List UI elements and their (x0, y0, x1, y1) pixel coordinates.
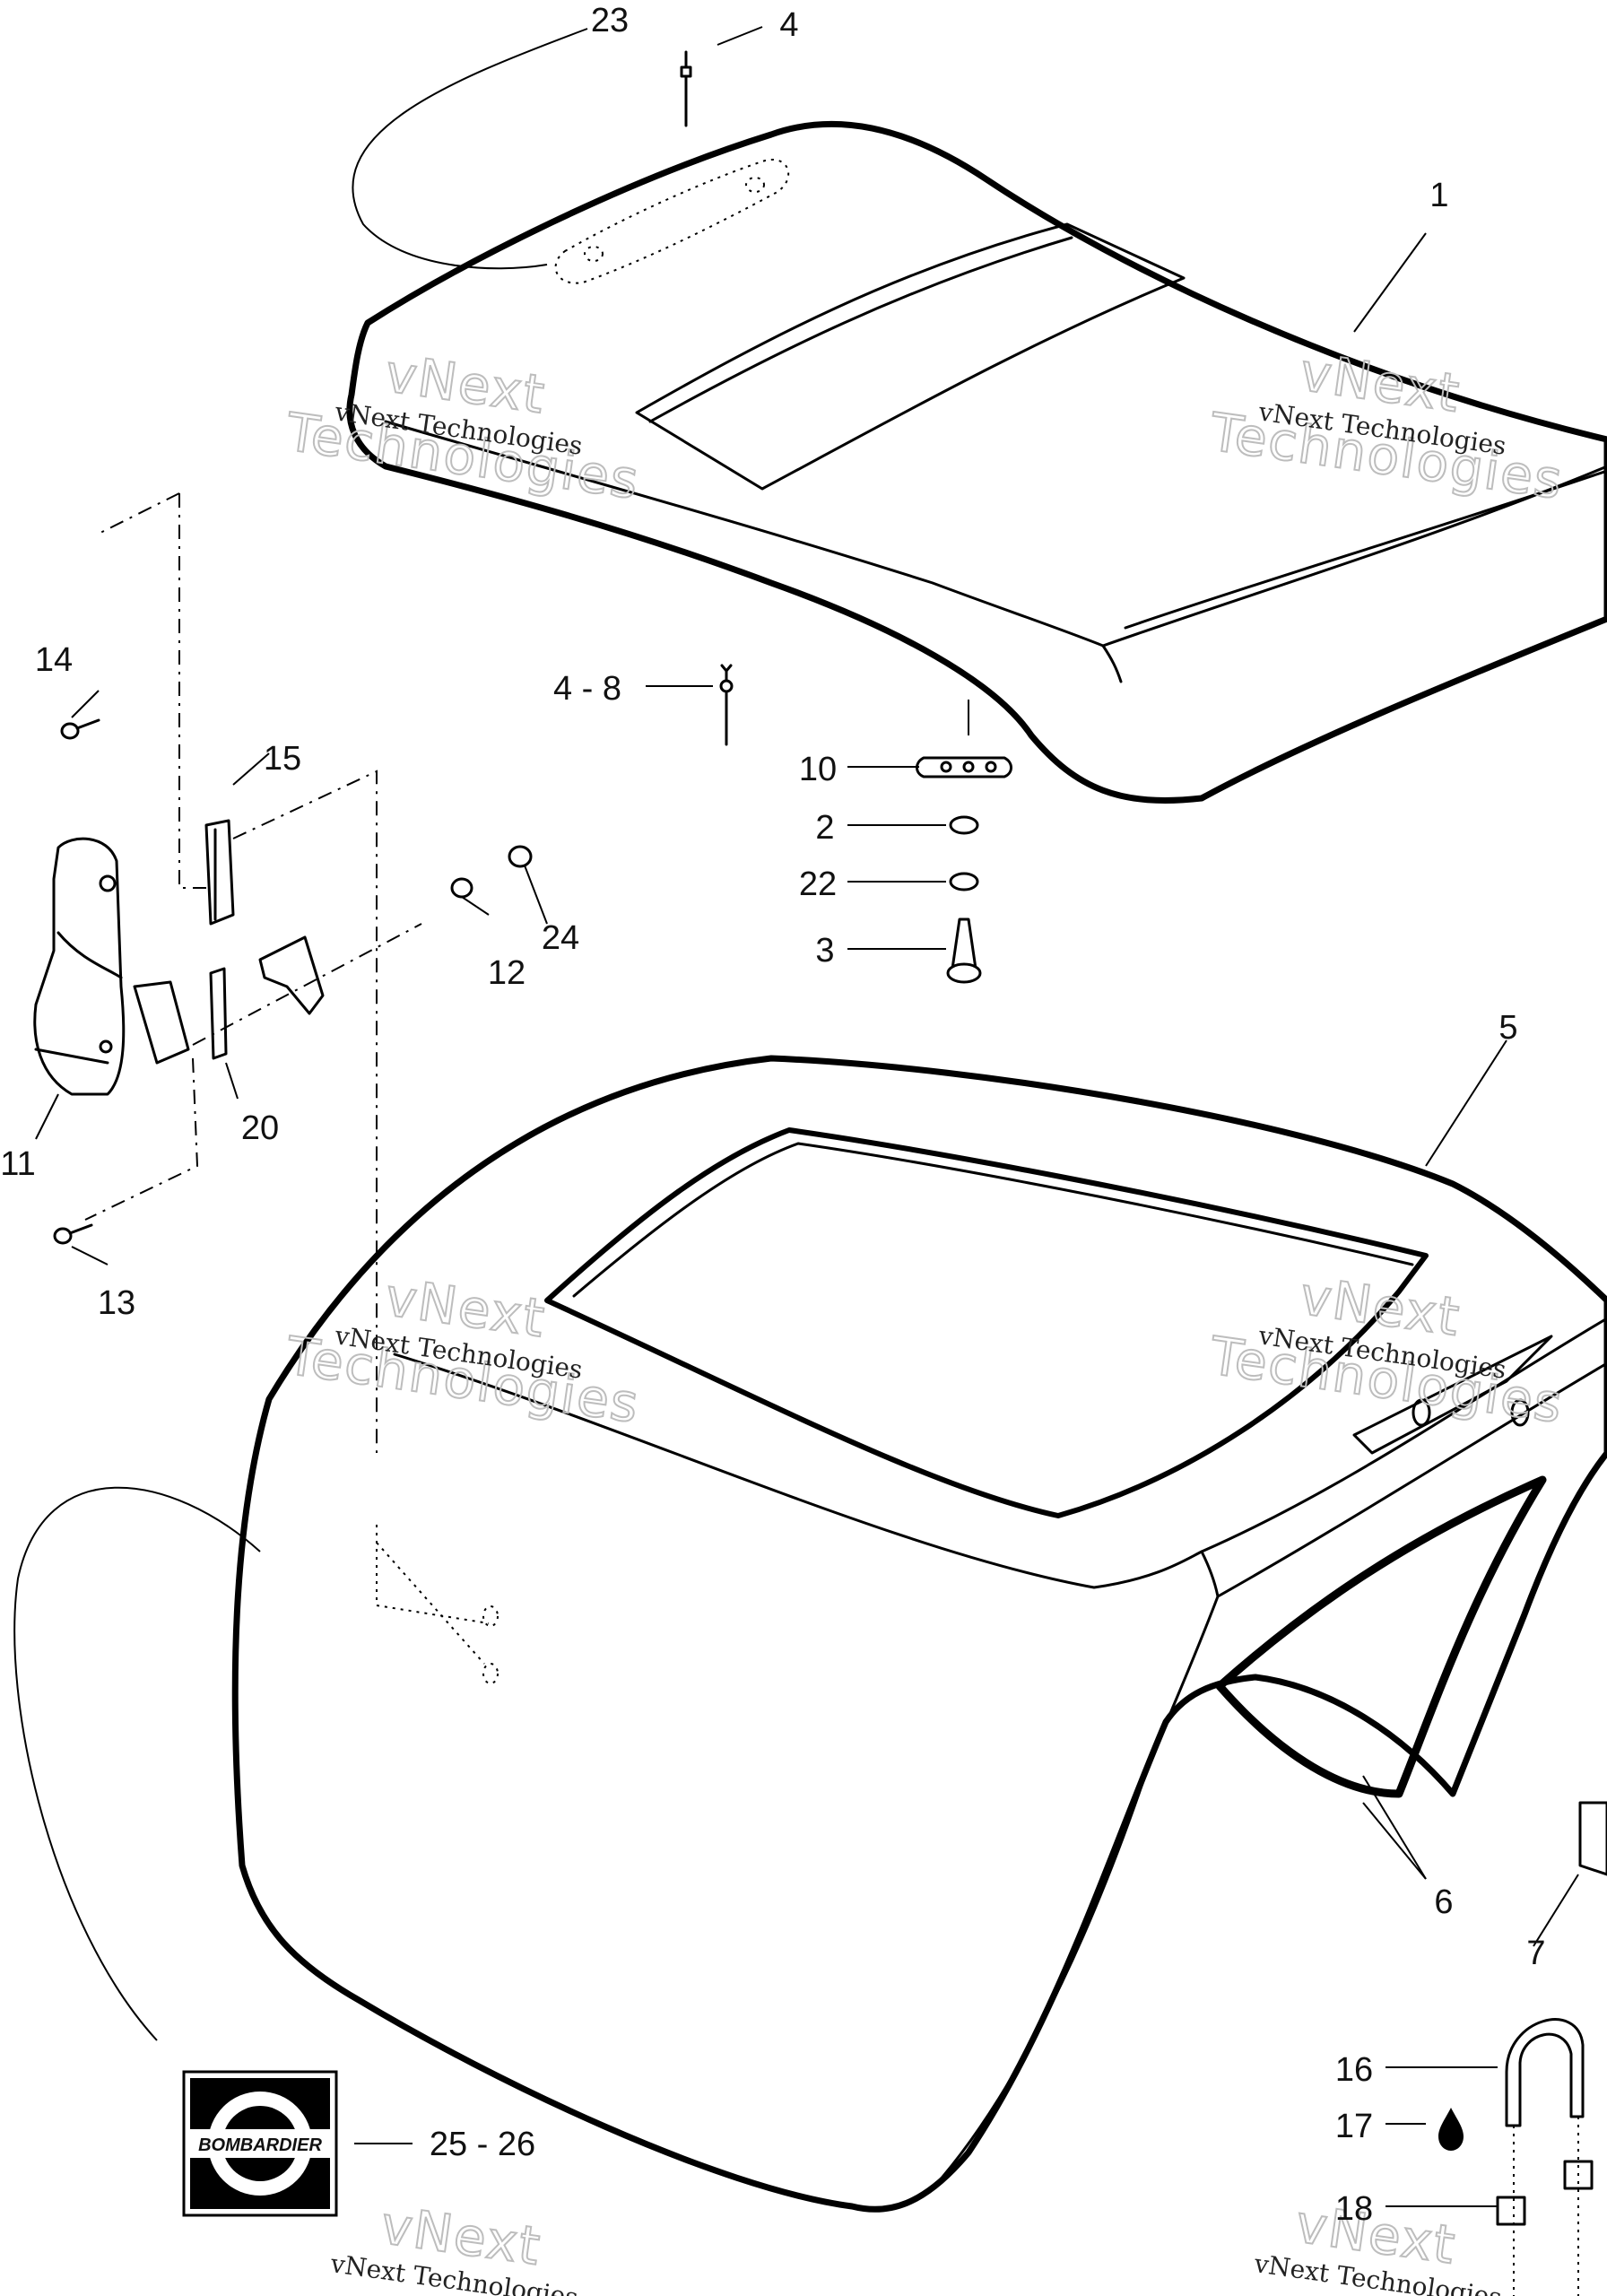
bombardier-logo: BOMBARDIER (182, 2070, 338, 2217)
label-13: 13 (98, 1284, 135, 1322)
label-18: 18 (1335, 2190, 1373, 2228)
label-16: 16 (1335, 2051, 1373, 2089)
hardware-stack (719, 664, 1012, 984)
label-4: 4 (779, 6, 798, 44)
label-23: 23 (591, 2, 629, 39)
body-part-5 (231, 1055, 1607, 2213)
label-6: 6 (1434, 1883, 1453, 1921)
label-22: 22 (799, 865, 837, 903)
seat-part-1 (346, 120, 1607, 804)
part-labels: 23 4 1 14 15 4 - 8 10 2 22 3 24 12 20 11… (0, 2, 1545, 2228)
label-15: 15 (264, 740, 301, 778)
label-14: 14 (35, 641, 73, 679)
label-11: 11 (0, 1145, 35, 1183)
label-25-26: 25 - 26 (430, 2126, 535, 2163)
label-10: 10 (799, 751, 837, 788)
label-17: 17 (1335, 2108, 1373, 2145)
label-12: 12 (488, 954, 526, 992)
label-7: 7 (1526, 1935, 1545, 1972)
screw-13 (53, 1223, 93, 1245)
label-20: 20 (241, 1109, 279, 1147)
label-4-8: 4 - 8 (553, 670, 621, 708)
label-2: 2 (815, 809, 834, 847)
label-3: 3 (815, 932, 834, 970)
right-hardware (1496, 1801, 1607, 2296)
drop-icon (1438, 2108, 1464, 2151)
logo-text: BOMBARDIER (198, 2135, 322, 2155)
screw-14 (60, 718, 100, 740)
leader-lines (13, 26, 1579, 2207)
label-5: 5 (1498, 1009, 1517, 1047)
label-1: 1 (1429, 177, 1448, 214)
bracket-assembly (33, 492, 533, 1684)
label-24: 24 (542, 919, 579, 957)
rivet-4 (680, 50, 692, 127)
